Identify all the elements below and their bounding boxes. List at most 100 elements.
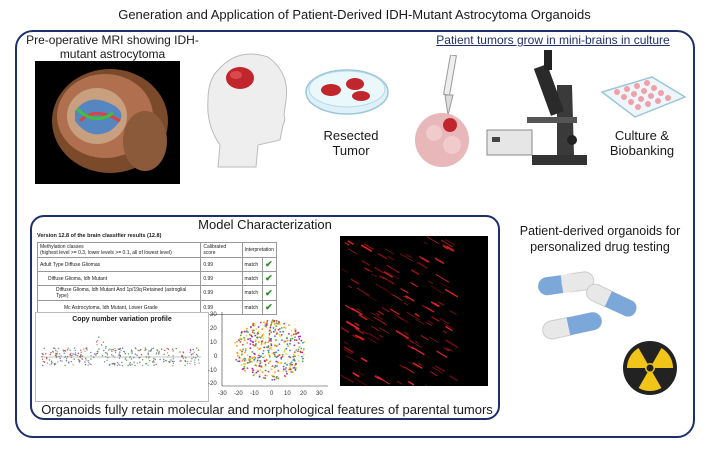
tsne-point (258, 356, 261, 359)
fluorescence-process (386, 271, 399, 280)
tsne-point (293, 358, 296, 361)
tsne-point (273, 366, 276, 369)
fluorescence-process (415, 341, 419, 344)
tsne-point (267, 349, 270, 352)
cnv-point (41, 364, 44, 367)
tsne-point (288, 324, 290, 326)
tsne-point (251, 371, 254, 374)
figure-title: Generation and Application of Patient-De… (118, 7, 591, 22)
cnv-point (163, 360, 165, 363)
tsne-point (267, 341, 269, 344)
cnv-point (134, 353, 136, 355)
fluorescence-process (402, 365, 415, 374)
fluorescence-process (414, 312, 420, 317)
model-footer: Organoids fully retain molecular and mor… (41, 402, 493, 417)
tsne-point (242, 358, 245, 361)
cnv-point (112, 362, 114, 365)
tsne-point (284, 327, 287, 330)
tsne-ytick: -10 (208, 368, 217, 374)
culture-link[interactable]: Patient tumors grow in mini-brains in cu… (436, 33, 670, 47)
cnv-point (98, 348, 100, 350)
fluorescence-process (395, 330, 410, 340)
tsne-point (245, 334, 248, 337)
cnv-point (80, 349, 82, 351)
tsne-point (245, 330, 248, 333)
cnv-point (136, 354, 138, 356)
fluorescence-process (376, 376, 383, 381)
tsne-point (258, 336, 261, 339)
tsne-point (283, 368, 285, 370)
cnv-point (158, 351, 161, 353)
cnv-point (83, 348, 85, 350)
cnv-point (84, 361, 86, 364)
cnv-point (41, 358, 44, 360)
tsne-point (249, 347, 252, 349)
tsne-point (244, 351, 246, 354)
fluorescence-process (403, 295, 409, 300)
cnv-point (148, 357, 150, 359)
tsne-point (260, 341, 263, 344)
cnv-point (59, 353, 61, 355)
mri-head-icon (35, 61, 180, 184)
cnv-point (189, 351, 191, 354)
tsne-point (277, 322, 279, 325)
tsne-point (234, 342, 236, 344)
tsne-point (268, 334, 271, 337)
fluorescence-process (345, 355, 358, 363)
tsne-point (238, 338, 241, 340)
cnv-point (112, 348, 114, 351)
tsne-point (275, 360, 278, 363)
cnv-point (86, 349, 88, 351)
tsne-point (263, 321, 265, 324)
tsne-point (297, 348, 300, 351)
cnv-point (81, 355, 83, 357)
tsne-point (301, 355, 303, 358)
cnv-point (77, 352, 79, 355)
tsne-point (247, 331, 249, 333)
cnv-point (69, 349, 71, 351)
tsne-point (252, 329, 255, 332)
tsne-point (270, 368, 273, 371)
fluorescence-process (430, 285, 445, 295)
cnv-point (119, 347, 121, 350)
cnv-point (121, 361, 123, 364)
tsne-plot: 30 20 10 0 -10 -20 -30 -20 -10 0 10 20 3… (208, 310, 330, 400)
tsne-point (249, 339, 252, 342)
tsne-point (271, 379, 274, 381)
cnv-point (147, 364, 149, 366)
tsne-point (240, 338, 242, 341)
cnv-point (121, 365, 124, 367)
cnv-point (62, 349, 64, 351)
cnv-point (175, 347, 177, 350)
tsne-point (261, 328, 264, 330)
tsne-xtick: 10 (284, 391, 291, 397)
fluorescence-process (367, 337, 378, 344)
tsne-point (270, 340, 272, 342)
cnv-point (145, 356, 148, 358)
fluorescence-process (371, 273, 378, 278)
fluorescence-process (435, 365, 445, 373)
tsne-point (283, 322, 286, 325)
tsne-ytick: 20 (210, 326, 217, 332)
tsne-point (262, 376, 265, 379)
cnv-point (197, 355, 199, 357)
tsne-point (275, 320, 278, 322)
fluorescence-process (407, 360, 419, 369)
cnv-point (108, 364, 111, 366)
tsne-point (258, 365, 261, 367)
tsne-point (286, 363, 288, 366)
cnv-point (145, 348, 147, 351)
fluorescence-process (445, 339, 459, 349)
tsne-point (244, 370, 246, 372)
tsne-point (297, 350, 299, 353)
tsne-point (283, 326, 286, 329)
cnv-point (191, 358, 193, 360)
tsne-point (243, 365, 246, 368)
tsne-point (268, 339, 271, 342)
fluorescence-process (439, 317, 450, 325)
cnv-point (147, 353, 149, 356)
fluorescence-process (404, 295, 415, 302)
fluorescence-process (379, 327, 390, 334)
cnv-point (84, 350, 86, 352)
cnv-point (105, 347, 107, 349)
